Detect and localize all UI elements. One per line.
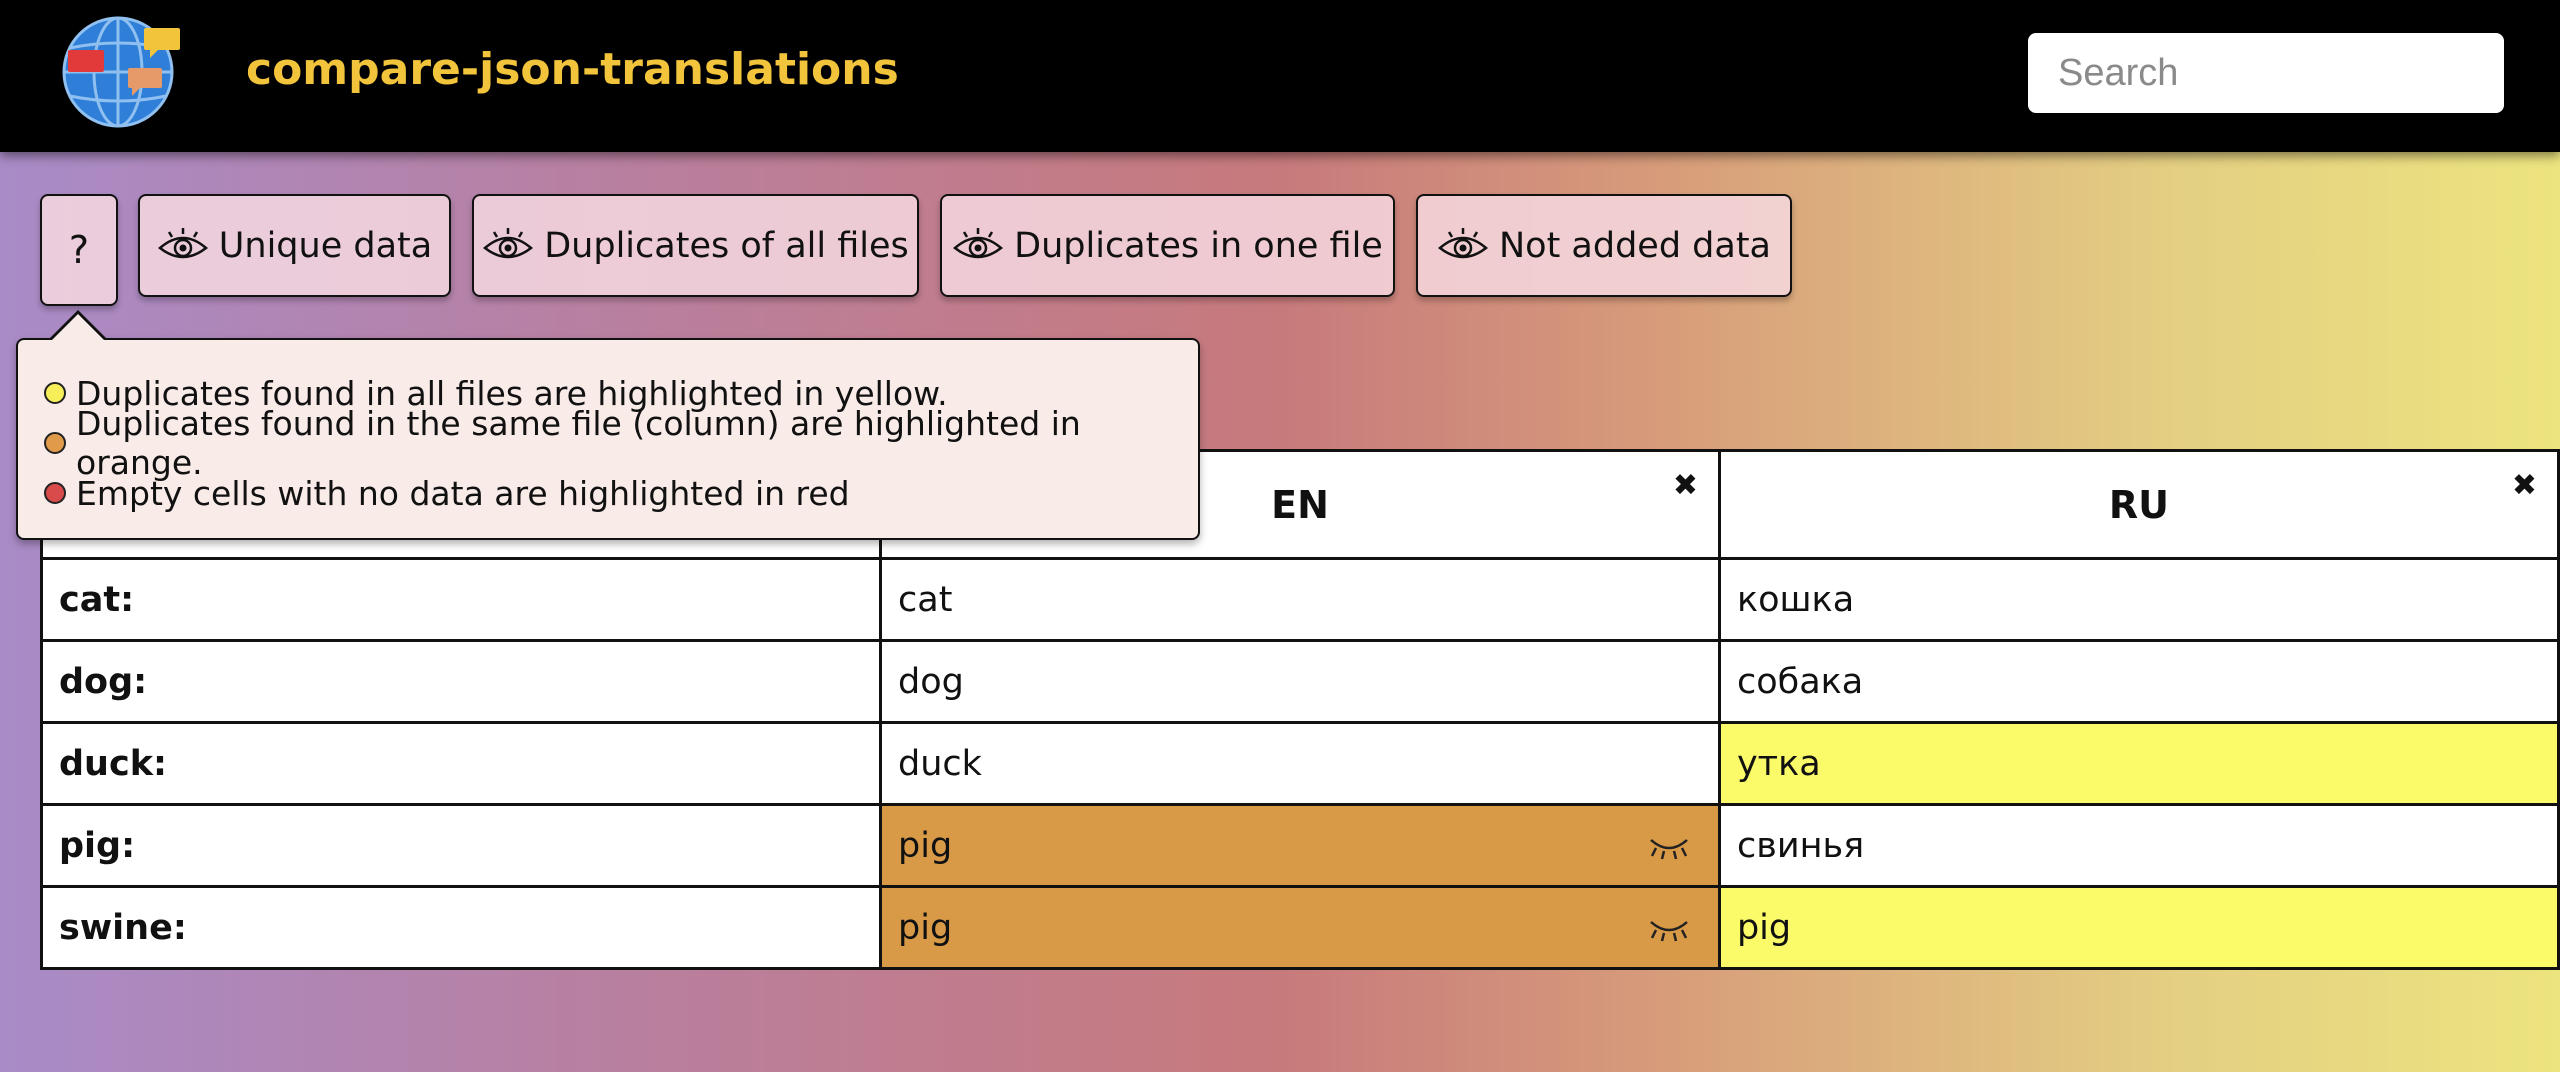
ru-value-cell[interactable]: свинья	[1717, 803, 2560, 888]
help-button[interactable]: ?	[40, 194, 118, 306]
en-value-cell-text: cat	[898, 579, 953, 620]
duplicates-all-files-label: Duplicates of all files	[544, 225, 909, 266]
ru-value-cell-text: свинья	[1736, 825, 1865, 866]
en-value-cell[interactable]: cat	[879, 557, 1721, 642]
table-row: dog: dog собака	[39, 639, 2560, 724]
duplicates-all-files-button[interactable]: Duplicates of all files	[472, 194, 919, 297]
row-key-cell-text: dog:	[59, 661, 148, 702]
eye-closed-icon[interactable]	[1648, 834, 1690, 860]
column-title: EN	[1271, 482, 1329, 527]
ru-value-cell[interactable]: утка	[1717, 721, 2560, 806]
row-key-cell-text: pig:	[59, 825, 136, 866]
eye-icon	[157, 227, 208, 258]
en-value-cell[interactable]: duck	[879, 721, 1721, 806]
tooltip-text: Duplicates found in the same file (colum…	[76, 404, 1081, 482]
red-dot-icon	[44, 482, 66, 504]
table-row: cat: cat кошка	[39, 557, 2560, 642]
duplicates-one-file-label: Duplicates in one file	[1014, 225, 1383, 266]
column-title: RU	[2108, 482, 2170, 527]
en-value-cell[interactable]: pig	[879, 803, 1721, 888]
tooltip-line: Duplicates found in all files are highli…	[44, 368, 1198, 418]
unique-data-label: Unique data	[218, 225, 433, 266]
eye-icon	[483, 227, 534, 258]
ru-value-cell[interactable]: собака	[1717, 639, 2560, 724]
row-key-cell-text: swine:	[59, 907, 187, 948]
app-header: compare-json-translations	[0, 0, 2560, 152]
ru-value-cell[interactable]: pig	[1717, 885, 2560, 970]
remove-column-en-icon[interactable]: ✖	[1672, 468, 1698, 503]
ru-value-cell-text: pig	[1736, 907, 1792, 948]
eye-icon	[953, 227, 1004, 258]
table-row: swine: pig pig	[39, 885, 2560, 970]
tooltip-text: Duplicates found in all files are highli…	[76, 373, 948, 413]
row-key-cell[interactable]: dog:	[39, 639, 883, 724]
table-row: duck: duck утка	[39, 721, 2560, 806]
tooltip-line: Empty cells with no data are highlighted…	[44, 468, 1198, 518]
en-value-cell-text: duck	[898, 743, 982, 784]
en-value-cell[interactable]: pig	[879, 885, 1721, 970]
globe-chat-logo-icon	[62, 16, 180, 128]
not-added-data-button[interactable]: Not added data	[1416, 194, 1792, 297]
ru-value-cell-text: утка	[1736, 743, 1821, 784]
tooltip-text: Empty cells with no data are highlighted…	[76, 473, 850, 513]
orange-dot-icon	[44, 432, 66, 454]
not-added-data-label: Not added data	[1498, 225, 1772, 266]
search-input[interactable]	[2028, 33, 2504, 113]
en-value-cell-text: pig	[898, 907, 953, 948]
column-header-ru: RU ✖	[1717, 449, 2560, 560]
row-key-cell[interactable]: duck:	[39, 721, 883, 806]
row-key-cell-text: duck:	[59, 743, 167, 784]
ru-value-cell-text: собака	[1736, 661, 1864, 702]
duplicates-one-file-button[interactable]: Duplicates in one file	[940, 194, 1395, 297]
en-value-cell-text: dog	[898, 661, 964, 702]
tooltip-line: Duplicates found in the same file (colum…	[44, 404, 1198, 482]
en-value-cell-text: pig	[898, 825, 953, 866]
row-key-cell-text: cat:	[59, 579, 135, 620]
remove-column-ru-icon[interactable]: ✖	[2511, 468, 2537, 503]
yellow-dot-icon	[44, 382, 66, 404]
row-key-cell[interactable]: pig:	[39, 803, 883, 888]
table-row: pig: pig свинья	[39, 803, 2560, 888]
app-title: compare-json-translations	[246, 44, 899, 95]
tooltip-arrow-fill	[51, 314, 105, 341]
ru-value-cell[interactable]: кошка	[1717, 557, 2560, 642]
eye-closed-icon[interactable]	[1648, 916, 1690, 942]
row-key-cell[interactable]: swine:	[39, 885, 883, 970]
unique-data-button[interactable]: Unique data	[138, 194, 451, 297]
ru-value-cell-text: кошка	[1736, 579, 1855, 620]
en-value-cell[interactable]: dog	[879, 639, 1721, 724]
eye-icon	[1438, 227, 1488, 258]
row-key-cell[interactable]: cat:	[39, 557, 883, 642]
help-tooltip: Duplicates found in all files are highli…	[16, 338, 1200, 540]
